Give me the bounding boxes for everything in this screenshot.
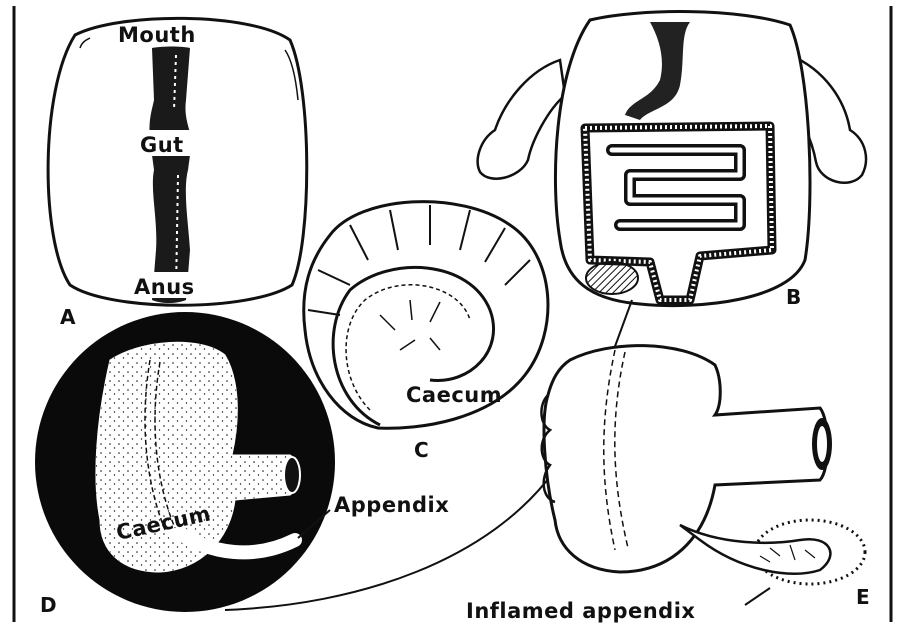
- label-anus: Anus: [134, 275, 195, 299]
- panel-letter-d: D: [40, 593, 57, 617]
- panel-c-coil: Caecum C: [304, 202, 548, 462]
- panel-letter-a: A: [60, 305, 76, 329]
- gut-tube: [149, 47, 192, 304]
- caecum-e: [544, 346, 827, 572]
- panel-letter-c: C: [414, 438, 429, 462]
- label-caecum-c: Caecum: [406, 383, 502, 407]
- panel-letter-b: B: [786, 285, 801, 309]
- colon-opening-e-rim: [817, 426, 827, 462]
- label-inflamed-appendix: Inflamed appendix: [466, 599, 695, 623]
- left-arm: [478, 60, 565, 179]
- inflamed-appendix-e: [680, 525, 830, 574]
- colon-opening-d: [284, 457, 300, 493]
- panel-letter-e: E: [856, 585, 870, 609]
- label-appendix-d: Appendix: [334, 493, 449, 517]
- inflamed-pointer: [745, 588, 770, 605]
- label-gut: Gut: [140, 133, 184, 157]
- panel-a-embryo: Mouth Gut Anus A: [48, 18, 307, 329]
- caecum-highlight-b: [586, 262, 638, 294]
- label-mouth: Mouth: [118, 23, 196, 47]
